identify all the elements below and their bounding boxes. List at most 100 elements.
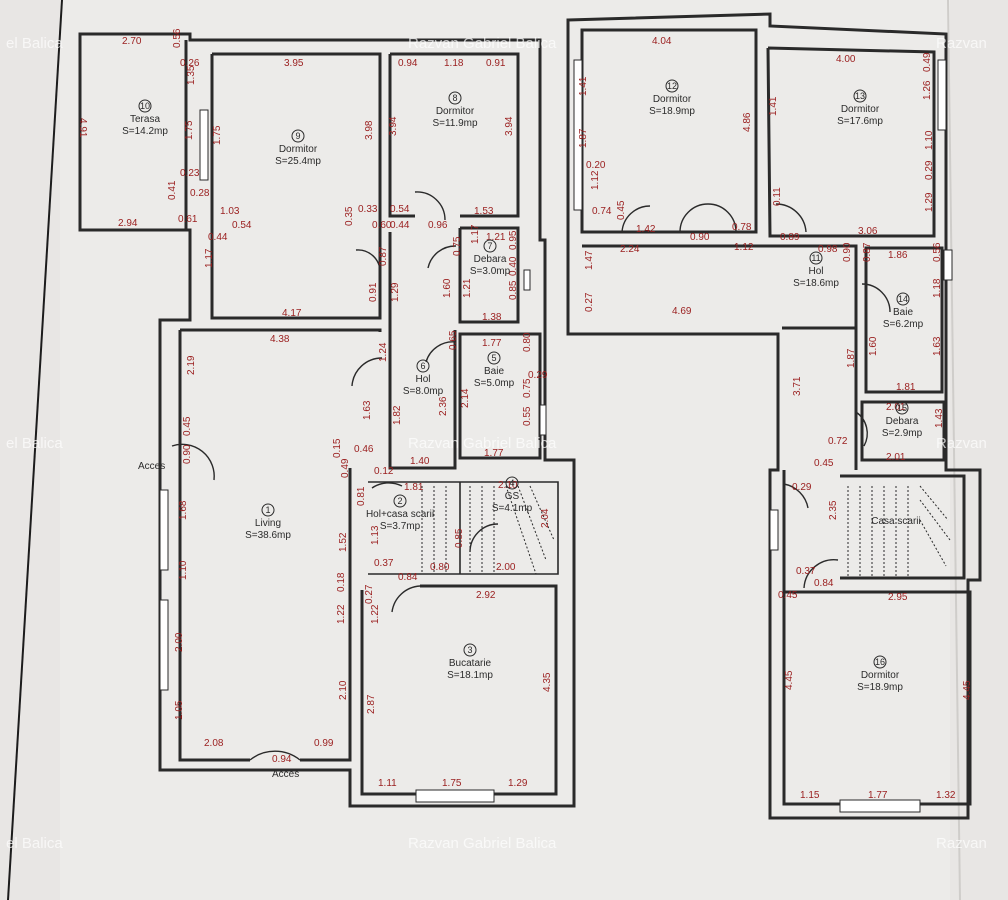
dimension-label: 1.24 — [378, 342, 389, 362]
dimension-label: 0.15 — [332, 438, 343, 458]
watermark-text: Razvan Gabriel Balica — [408, 835, 557, 852]
room-number-circle — [393, 494, 407, 508]
dimension-label: 1.22 — [336, 604, 347, 624]
dimension-label: 2.87 — [366, 694, 377, 714]
dimension-label: 1.11 — [378, 778, 397, 789]
dimension-label: 1.60 — [442, 278, 453, 298]
dimension-label: 1.75 — [212, 125, 223, 145]
dimension-label: 0.45 — [778, 590, 798, 601]
dimension-label: 0.56 — [172, 28, 183, 48]
dimension-label: 1.21 — [486, 232, 506, 243]
dimension-label: 2.24 — [620, 244, 640, 255]
room-number: 1 — [265, 505, 270, 515]
dimension-label: 2.36 — [438, 396, 449, 416]
dimension-label: 0.91 — [486, 58, 506, 69]
dimension-label: 0.87 — [378, 246, 389, 266]
dimension-label: 1.38 — [482, 312, 502, 323]
room-number-circle — [487, 351, 501, 365]
access-label: Acces — [272, 769, 299, 780]
dimension-label: 3.06 — [858, 226, 878, 237]
room-name: Hol — [415, 374, 430, 385]
dimension-label: 0.12 — [374, 466, 394, 477]
dimension-label: 0.37 — [796, 566, 816, 577]
room-number-circle — [665, 79, 679, 93]
dimension-label: 1.32 — [936, 790, 956, 801]
room-name: Hol — [808, 266, 823, 277]
dimension-label: 1.03 — [220, 206, 240, 217]
dimension-label: 0.61 — [178, 214, 198, 225]
stairs-ground — [421, 485, 555, 575]
room-number-circle — [463, 643, 477, 657]
dimension-label: 1.18 — [932, 278, 943, 298]
dimension-label: 1.60 — [868, 336, 879, 356]
dimension-label: 1.81 — [896, 382, 916, 393]
dimension-label: 0.56 — [932, 242, 943, 262]
dimension-label: 1.63 — [932, 336, 943, 356]
room-number: 6 — [420, 361, 425, 371]
dimension-label: 0.84 — [398, 572, 418, 583]
watermark-text: el Balica — [6, 435, 63, 452]
dimension-label: 2.10 — [338, 680, 349, 700]
room-number-circle — [895, 401, 909, 415]
dimension-label: 0.35 — [344, 206, 355, 226]
dimension-label: 0.41 — [167, 180, 178, 200]
room-area: S=18.1mp — [447, 670, 493, 681]
upper-floor-walls — [566, 12, 982, 820]
dimension-label: 1.29 — [508, 778, 528, 789]
dimension-label: 0.89 — [780, 232, 800, 243]
room-number: 14 — [898, 294, 908, 304]
dimension-label: 4.00 — [836, 54, 856, 65]
room-name: Debara — [474, 254, 507, 265]
dimension-label: 2.01 — [886, 452, 906, 463]
dimension-label: 1.18 — [444, 58, 464, 69]
dimension-label: 0.94 — [272, 754, 292, 765]
dimension-label: 1.53 — [474, 206, 494, 217]
dimension-label: 2.95 — [888, 592, 908, 603]
room-number: 5 — [491, 353, 496, 363]
room-number-circle — [505, 476, 519, 490]
dimension-label: 0.95 — [508, 230, 519, 250]
dimension-label: 1.17 — [470, 224, 481, 244]
room-name: Debara — [886, 416, 919, 427]
dimension-label: 0.54 — [232, 220, 252, 231]
dimension-label: 3.98 — [364, 120, 375, 140]
dimension-label: 0.96 — [428, 220, 448, 231]
dimension-label: 4.86 — [742, 112, 753, 132]
dimension-label: 1.15 — [800, 790, 820, 801]
stairs-upper — [847, 485, 951, 578]
room-number: 10 — [140, 101, 150, 111]
room-number-circle — [291, 129, 305, 143]
room-name: Dormitor — [841, 104, 880, 115]
dimension-label: 1.40 — [410, 456, 430, 467]
room-number: 3 — [467, 645, 472, 655]
dimension-label: 0.65 — [448, 330, 459, 350]
dimension-label: 0.81 — [356, 486, 367, 506]
stairs-label: Casa scarii — [871, 516, 920, 527]
dimension-label: 0.45 — [182, 416, 193, 436]
dimension-label: 1.77 — [868, 790, 888, 801]
dimension-label: 0.55 — [522, 406, 533, 426]
room-area: S=3.0mp — [470, 266, 511, 277]
watermark-text: el Balica — [6, 35, 63, 52]
room-number-circle — [416, 359, 430, 373]
room-name: Hol+casa scarii — [366, 509, 434, 520]
room-name: Dormitor — [436, 106, 475, 117]
dimension-label: 4.45 — [962, 680, 973, 700]
dimension-label: 3.95 — [284, 58, 304, 69]
dimension-label: 1.42 — [636, 224, 656, 235]
dimension-label: 0.94 — [398, 58, 418, 69]
dimension-label: 2.08 — [204, 738, 224, 749]
dimension-label: 1.86 — [888, 250, 908, 261]
dimension-label: 0.44 — [208, 232, 228, 243]
dimension-label: 1.87 — [578, 128, 589, 148]
dimension-label: 0.29 — [792, 482, 812, 493]
